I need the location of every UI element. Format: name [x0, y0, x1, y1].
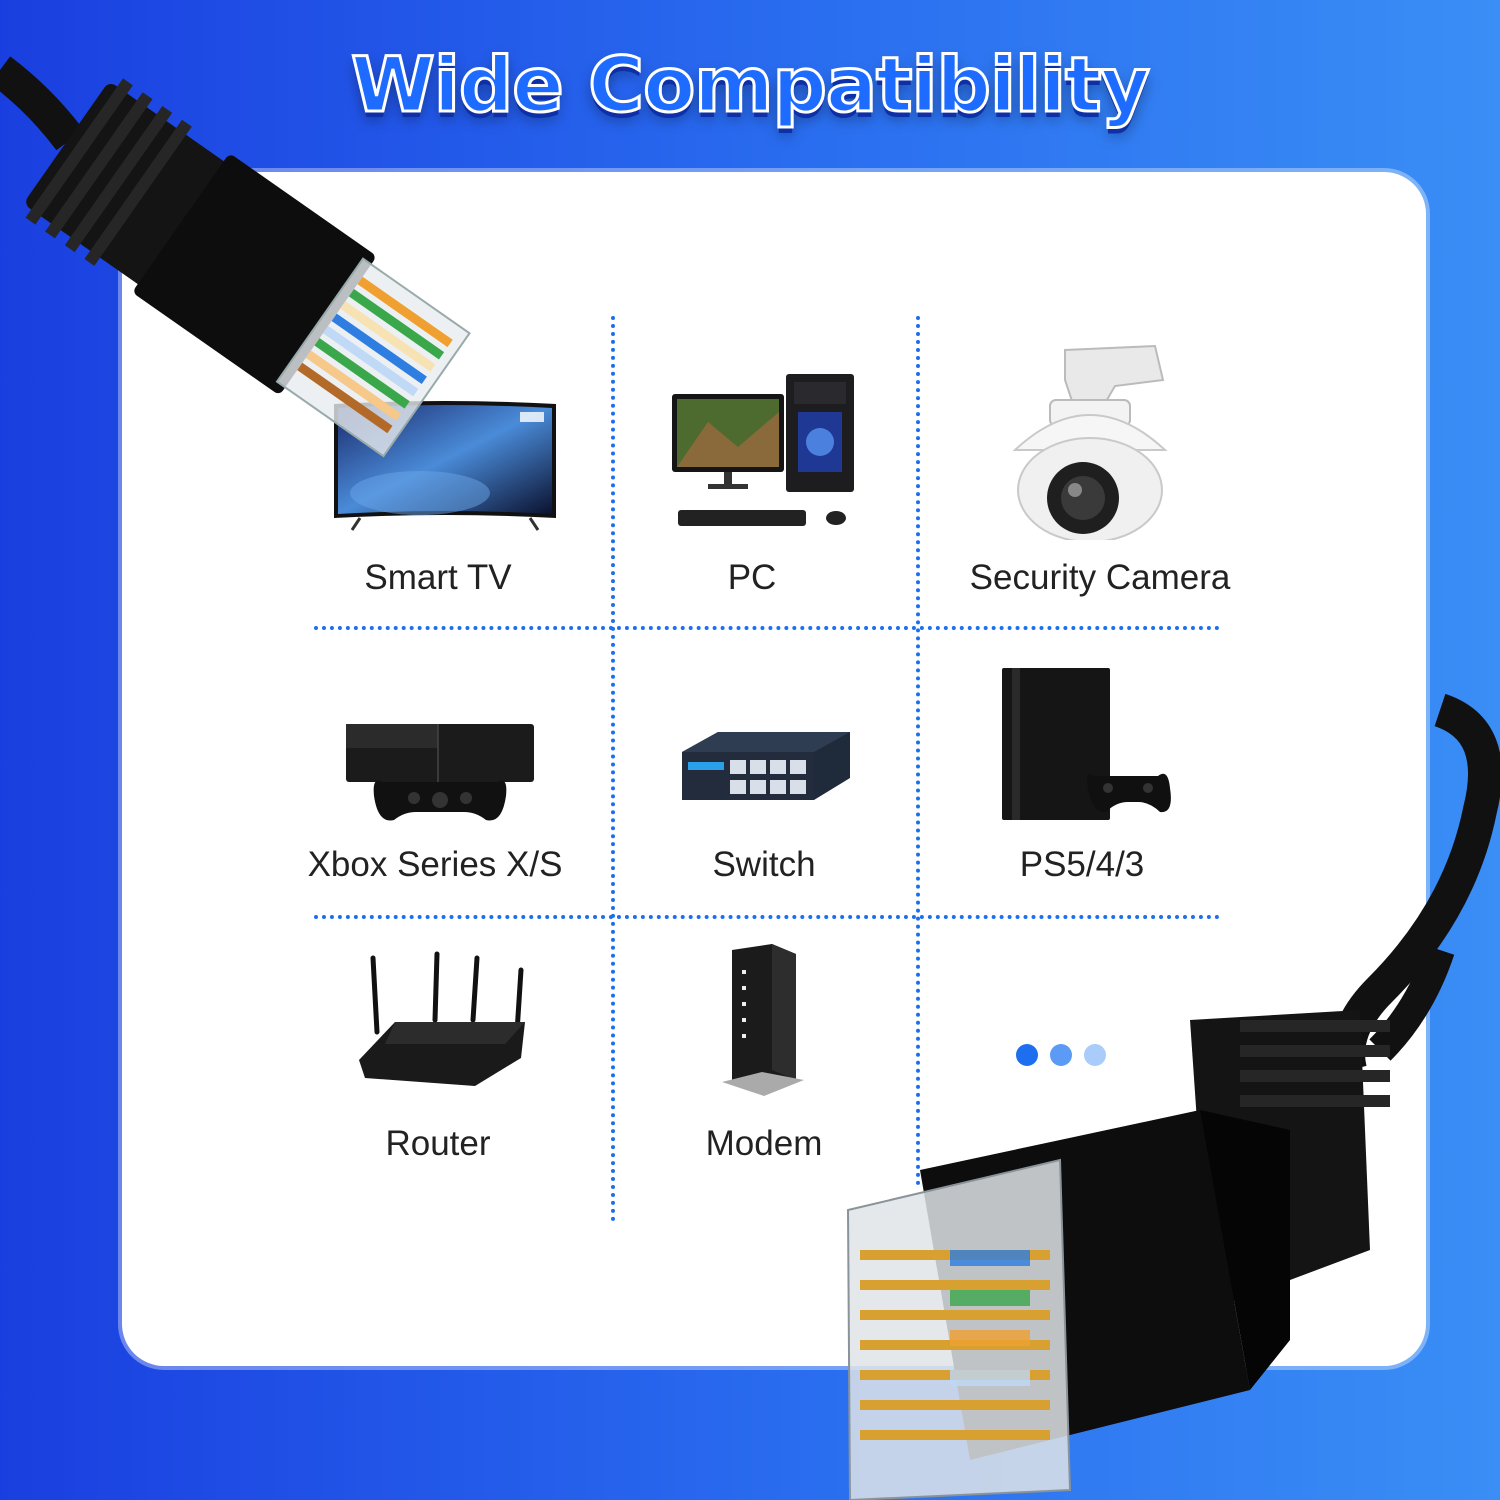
pc-icon: [672, 374, 854, 526]
xbox-icon: [346, 724, 534, 821]
divider-vertical-2: [916, 316, 920, 1186]
playstation-icon: [1002, 668, 1171, 820]
router-icon: [359, 951, 525, 1086]
ethernet-cable-top-icon: [0, 56, 471, 458]
page-title: Wide Compatibility: [350, 39, 1152, 131]
divider-horizontal-1: [314, 626, 1220, 630]
device-label-pc: PC: [727, 558, 777, 597]
carousel-dot-1: [1016, 1044, 1038, 1066]
carousel-dot-2: [1050, 1044, 1072, 1066]
modem-icon: [722, 944, 804, 1096]
device-label-switch: Switch: [712, 845, 816, 884]
divider-vertical-1: [611, 316, 615, 1222]
security-camera-icon: [1012, 344, 1168, 540]
device-label-smart-tv: Smart TV: [364, 558, 512, 597]
device-label-modem: Modem: [705, 1124, 823, 1163]
device-label-xbox: Xbox Series X/S: [307, 845, 563, 884]
divider-horizontal-2: [314, 915, 1220, 919]
device-label-security-camera: Security Camera: [969, 558, 1231, 597]
network-switch-icon: [682, 732, 850, 800]
carousel-dot-3: [1084, 1044, 1106, 1066]
ethernet-cable-bottom-icon: [846, 693, 1500, 1500]
device-label-router: Router: [385, 1124, 491, 1163]
device-label-playstation: PS5/4/3: [1019, 845, 1145, 884]
